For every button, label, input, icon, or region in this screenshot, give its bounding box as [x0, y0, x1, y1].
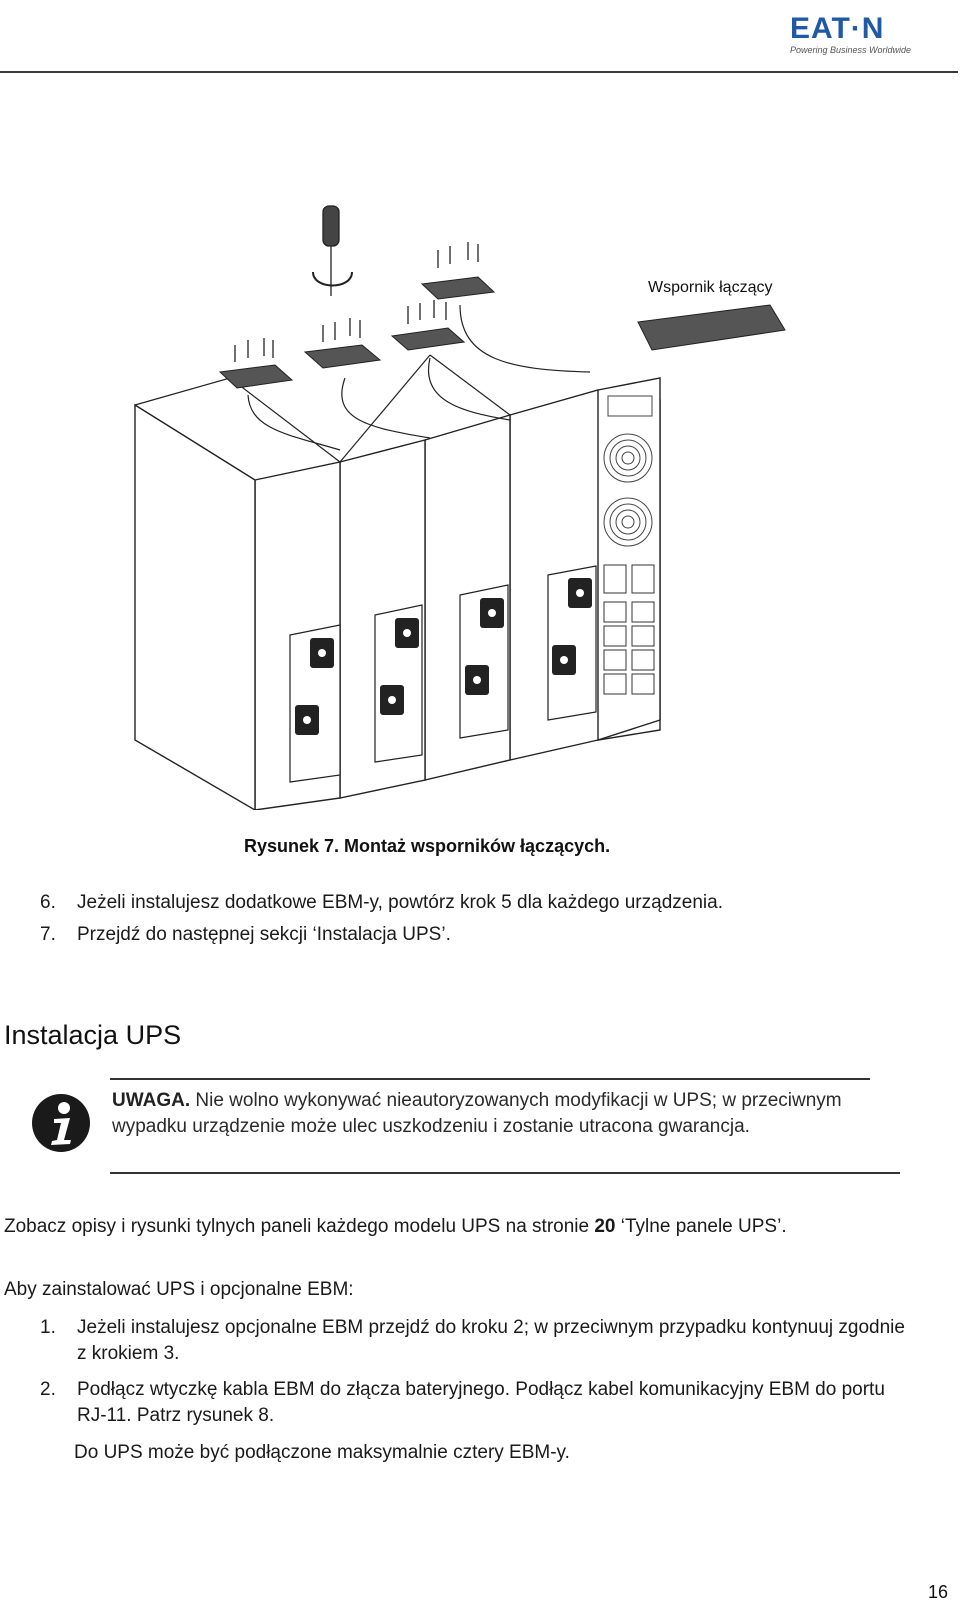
brand-name: EAT·N	[790, 12, 885, 45]
note-lead: UWAGA.	[112, 1090, 191, 1111]
brand-tagline: Powering Business Worldwide	[790, 45, 912, 55]
page-reference: 20	[594, 1216, 616, 1237]
list-text: Jeżeli instalujesz opcjonalne EBM przejd…	[77, 1317, 905, 1364]
figure-caption: Rysunek 7. Montaż wsporników łączących.	[244, 836, 611, 856]
header-rule	[0, 71, 958, 73]
para-text: Zobacz opisy i rysunki tylnych paneli ka…	[4, 1216, 595, 1237]
list-number: 6.	[40, 892, 56, 913]
intro-paragraph: Aby zainstalować UPS i opcjonalne EBM:	[4, 1279, 354, 1300]
note-text: UWAGA. Nie wolno wykonywać nieautoryzowa…	[112, 1088, 887, 1140]
note-top-rule	[110, 1078, 870, 1080]
max-ebm-note: Do UPS może być podłączone maksymalnie c…	[74, 1442, 570, 1463]
list-number: 2.	[40, 1379, 56, 1400]
note-bottom-rule	[110, 1172, 900, 1174]
list-text: Jeżeli instalujesz dodatkowe EBM-y, powt…	[77, 892, 723, 913]
eaton-logo: EAT·N Powering Business Worldwide	[790, 14, 930, 58]
note-body: Nie wolno wykonywać nieautoryzowanych mo…	[112, 1090, 842, 1137]
list-number: 1.	[40, 1317, 56, 1338]
list-text: Podłącz wtyczkę kabla EBM do złącza bate…	[77, 1379, 885, 1426]
page-number: 16	[927, 1582, 948, 1602]
reference-paragraph: Zobacz opisy i rysunki tylnych paneli ka…	[4, 1214, 884, 1240]
info-icon	[32, 1094, 90, 1152]
connecting-brackets-illustration	[134, 205, 786, 810]
list-number: 7.	[40, 924, 56, 945]
list-text: Przejdź do następnej sekcji ‘Instalacja …	[77, 924, 451, 945]
section-title: Instalacja UPS	[4, 1020, 182, 1050]
bracket-label: Wspornik łączący	[648, 279, 773, 296]
para-text: ‘Tylne panele UPS’.	[615, 1216, 787, 1237]
